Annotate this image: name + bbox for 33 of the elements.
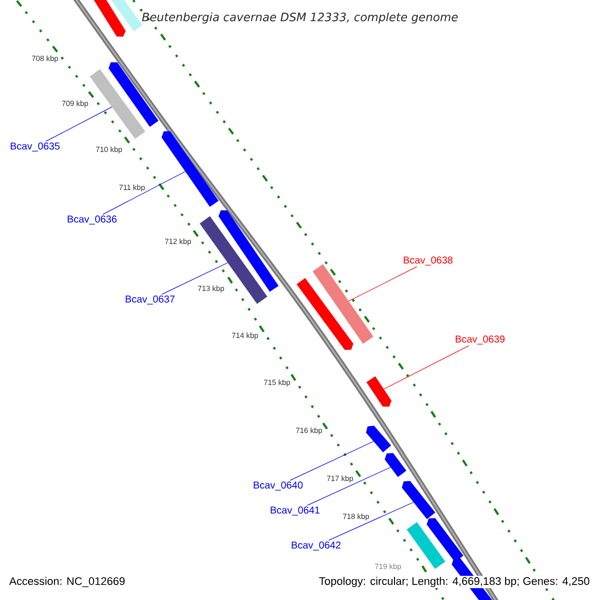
gene-label: Bcav_0642 <box>292 542 341 550</box>
gene-feature <box>406 522 446 569</box>
gene-feature <box>384 453 406 478</box>
footer-text: Accession: NC_012669 <box>8 576 126 588</box>
gene-feature <box>108 62 158 127</box>
leader-line <box>290 441 374 481</box>
gene-feature <box>110 0 142 32</box>
gene-feature <box>296 278 354 350</box>
gene-label: Bcav_0639 <box>456 336 505 344</box>
leader-line <box>46 106 112 142</box>
gene-feature <box>366 426 392 452</box>
leader-line <box>162 262 228 295</box>
gene-feature <box>93 0 126 37</box>
leader-line <box>348 266 418 302</box>
gene-feature <box>312 264 374 344</box>
gene-label: Bcav_0636 <box>68 216 117 224</box>
gene-feature <box>200 216 268 304</box>
footer-text: Topology: circular; Length: 4,669,183 bp; Genes: 4,250 <box>318 576 591 588</box>
leader-line <box>383 345 470 390</box>
gene-label: Bcav_0641 <box>270 506 320 516</box>
gene-label: Bcav_0635 <box>10 142 60 152</box>
gene-label: Bcav_0638 <box>404 256 453 266</box>
gene-label: Bcav_0637 <box>126 296 175 304</box>
gene-label: Bcav_0640 <box>254 482 303 490</box>
gene-feature <box>402 480 436 520</box>
leader-line <box>307 466 391 506</box>
gene-feature <box>90 69 146 139</box>
leader-line <box>328 502 414 541</box>
gene-feature <box>162 131 219 207</box>
gene-feature <box>426 518 464 562</box>
gene-feature <box>366 376 392 407</box>
leader-line <box>102 171 186 215</box>
title: Beutenbergia cavernae DSM 12333, complete genome <box>142 12 458 24</box>
